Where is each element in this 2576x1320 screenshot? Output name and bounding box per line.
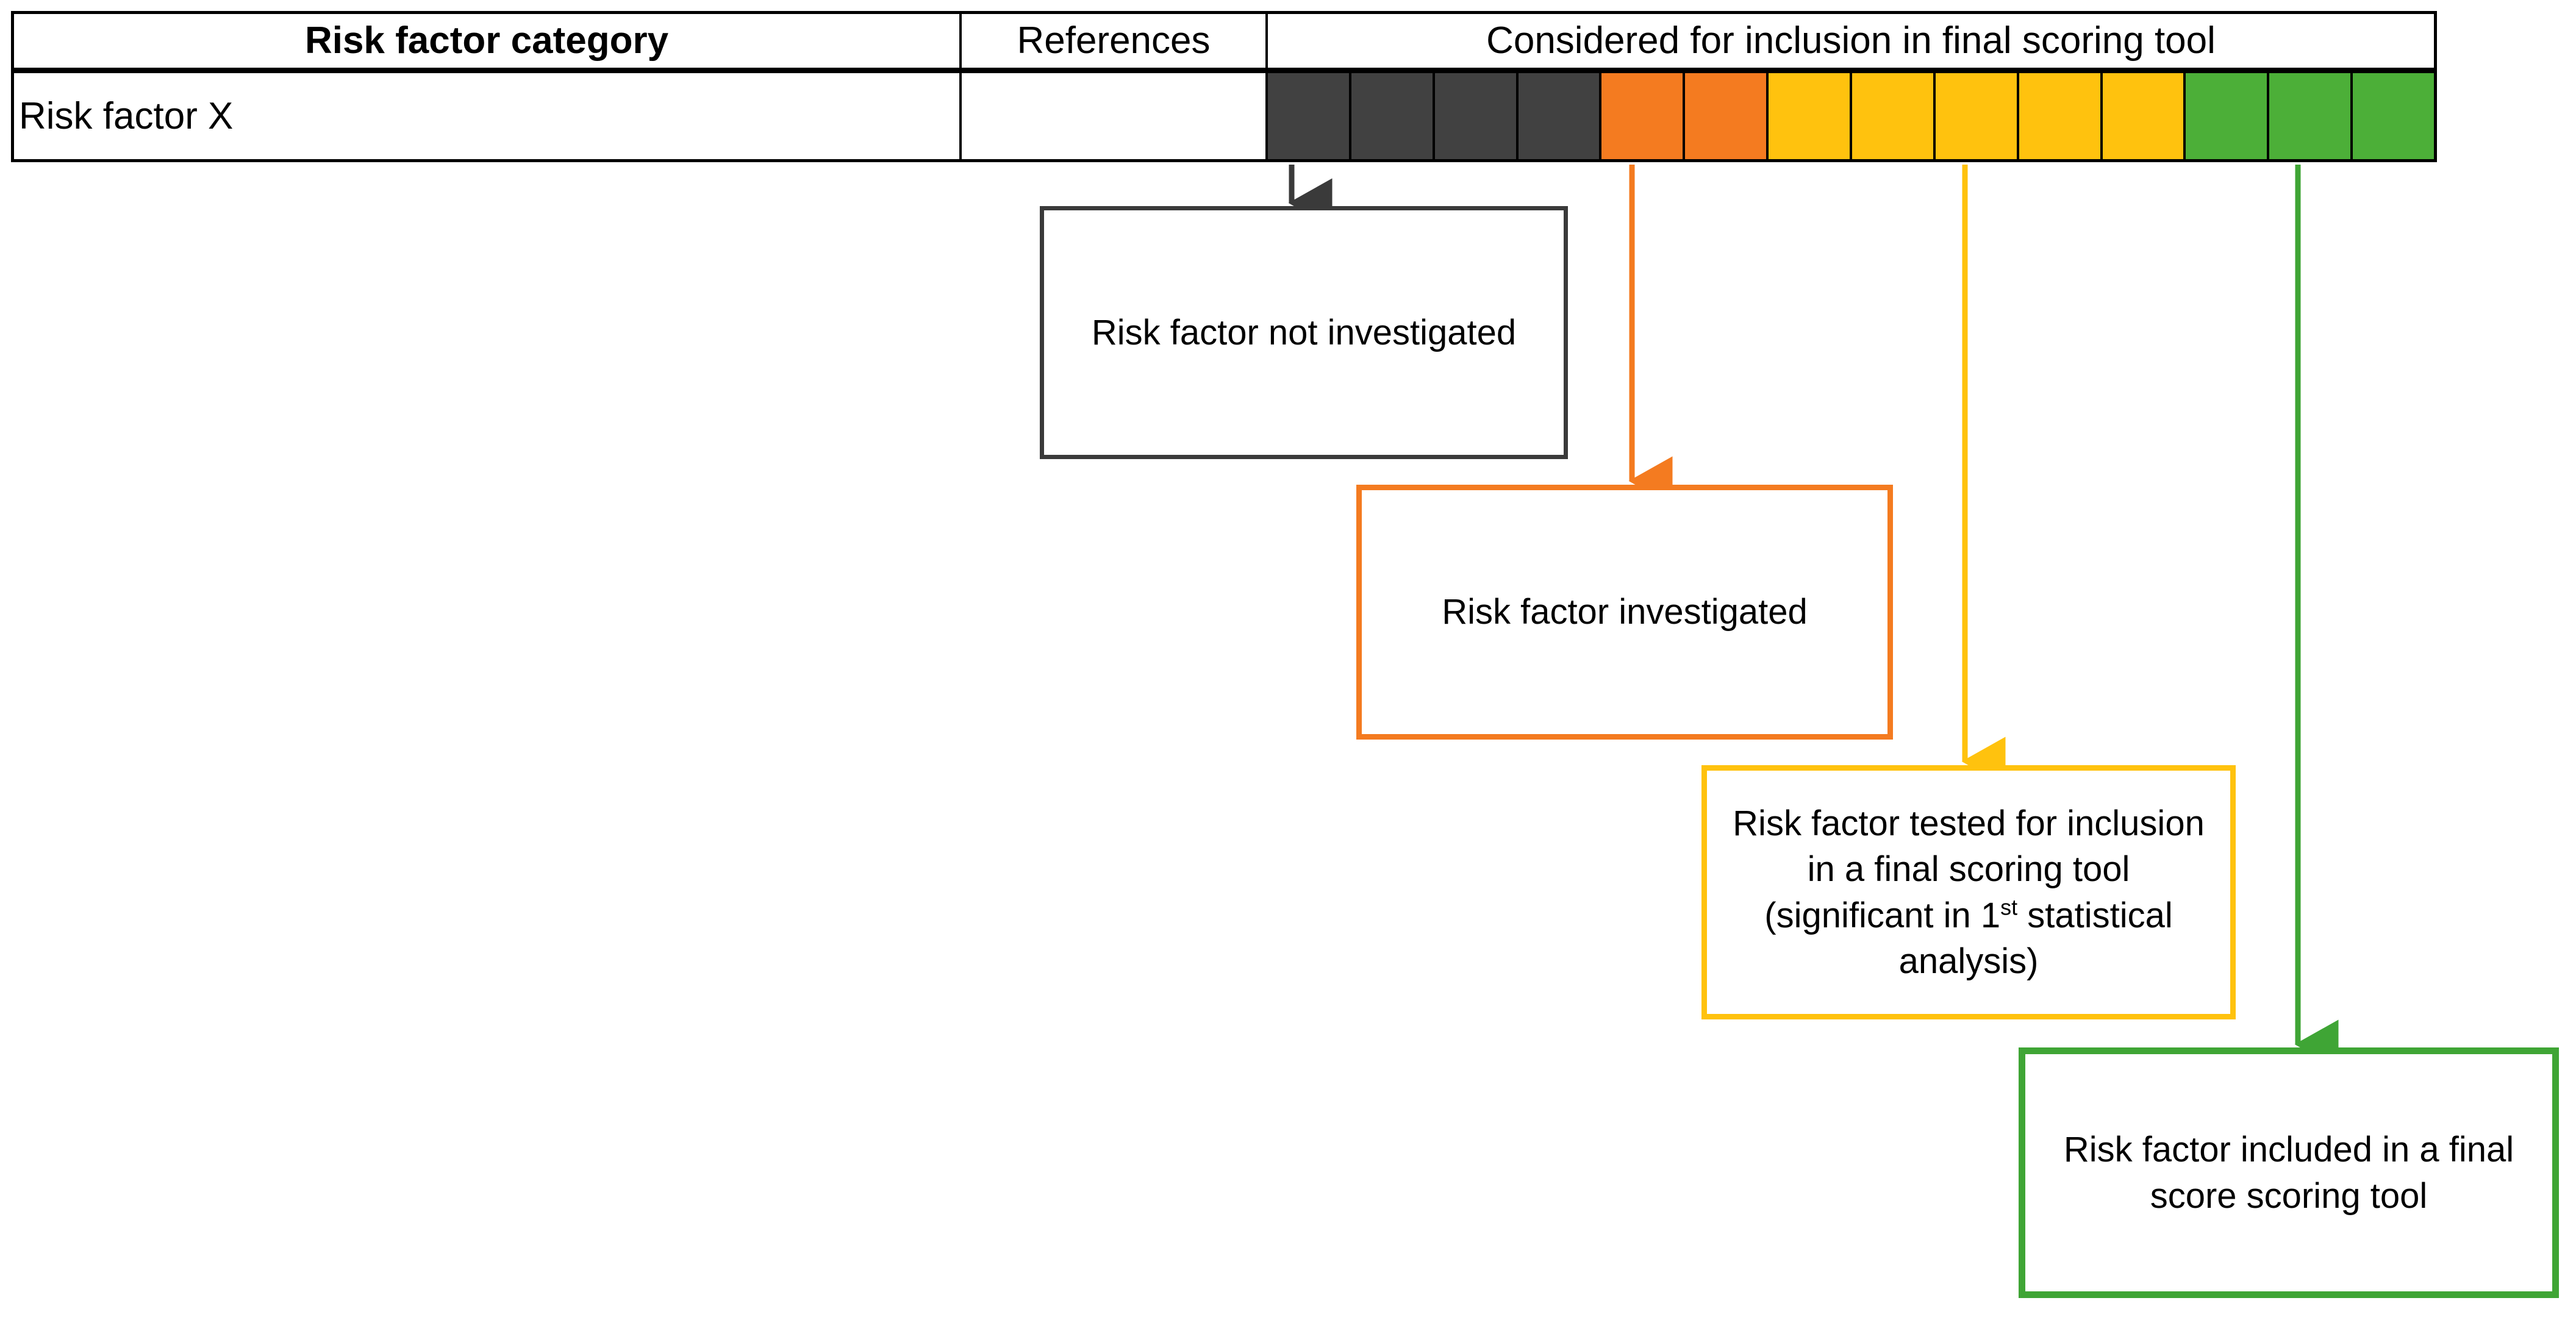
cell-risk-factor-name: Risk factor X (14, 73, 962, 159)
table-row: Risk factor X (14, 73, 2435, 159)
cell-status-strip (1268, 73, 2435, 159)
legend-text-tested: Risk factor tested for inclusion in a fi… (1723, 801, 2214, 985)
legend-text-investigated: Risk factor investigated (1442, 592, 1808, 632)
status-cell-included (2186, 73, 2270, 159)
status-cell-tested-for-inclusion (1852, 73, 1936, 159)
risk-factor-table: Risk factor category References Consider… (11, 11, 2437, 162)
ordinal-suffix: st (2000, 894, 2018, 920)
legend-box-not-investigated: Risk factor not investigated (1040, 206, 1568, 459)
status-cell-not-investigated (1351, 73, 1435, 159)
status-cell-tested-for-inclusion (1769, 73, 1853, 159)
legend-text-included: Risk factor included in a final score sc… (2063, 1130, 2514, 1216)
status-cell-investigated (1601, 73, 1686, 159)
header-cell-references: References (962, 14, 1268, 68)
risk-factor-label: Risk factor X (19, 95, 234, 137)
status-cell-included (2269, 73, 2353, 159)
status-cell-tested-for-inclusion (2019, 73, 2103, 159)
status-cell-tested-for-inclusion (1935, 73, 2019, 159)
status-strip (1268, 73, 2435, 159)
header-label-considered: Considered for inclusion in final scorin… (1486, 20, 2216, 62)
status-cell-tested-for-inclusion (2102, 73, 2186, 159)
status-cell-investigated (1685, 73, 1769, 159)
legend-box-tested-for-inclusion: Risk factor tested for inclusion in a fi… (1701, 765, 2236, 1019)
status-cell-not-investigated (1518, 73, 1602, 159)
header-label-references: References (1017, 20, 1211, 62)
legend-text-tested-after: statistical analysis) (1898, 895, 2173, 981)
header-cell-considered-for-inclusion: Considered for inclusion in final scorin… (1268, 14, 2434, 68)
table-header-row: Risk factor category References Consider… (14, 14, 2434, 73)
status-cell-not-investigated (1268, 73, 1351, 159)
header-label-category: Risk factor category (304, 20, 669, 62)
legend-box-included: Risk factor included in a final score sc… (2019, 1047, 2559, 1298)
legend-box-investigated: Risk factor investigated (1356, 485, 1893, 740)
cell-references (962, 73, 1268, 159)
status-cell-included (2353, 73, 2435, 159)
status-cell-not-investigated (1434, 73, 1519, 159)
legend-text-tested-before: Risk factor tested for inclusion in a fi… (1733, 803, 2205, 935)
legend-text-not-investigated: Risk factor not investigated (1091, 312, 1517, 352)
header-cell-risk-factor-category: Risk factor category (14, 14, 962, 68)
